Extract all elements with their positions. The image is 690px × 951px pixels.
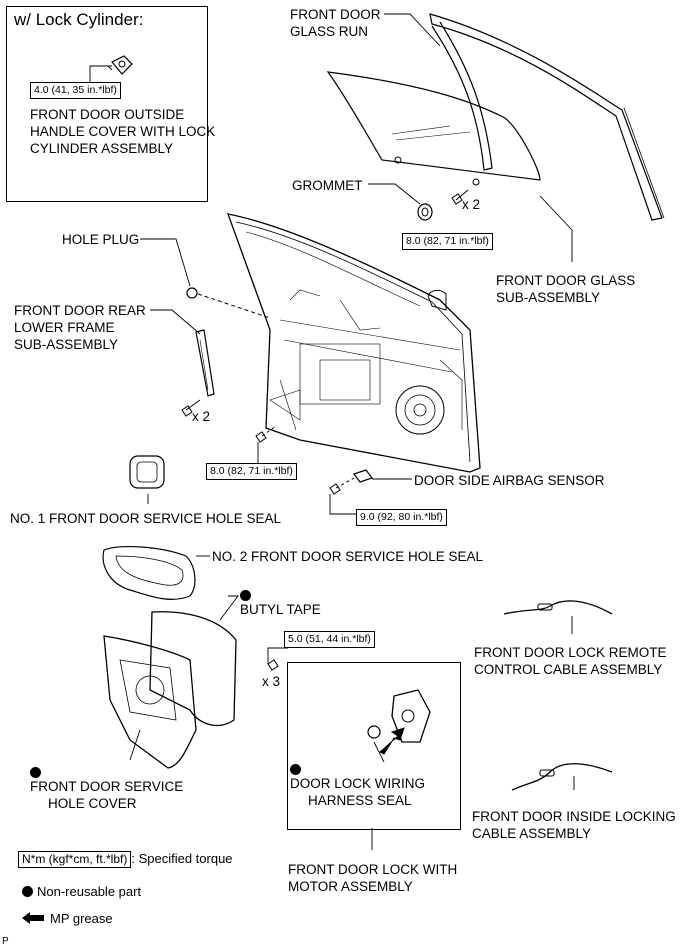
door-glass-illustration [326, 71, 541, 186]
leader-lines [89, 13, 575, 850]
non-reusable-mark [22, 886, 33, 897]
torque-handle-cover: 4.0 (41, 35 in.*lbf) [30, 82, 121, 99]
lock-motor-illustration [267, 659, 431, 755]
legend-non-reusable: Non-reusable part [22, 884, 141, 899]
figure-code: P [2, 936, 9, 947]
torque-door-bolt: 8.0 (82, 71 in.*lbf) [206, 463, 297, 480]
torque-lock-motor: 5.0 (51, 44 in.*lbf) [284, 631, 375, 648]
airbag-sensor-illustration [329, 469, 373, 495]
door-panel-illustration [226, 213, 481, 473]
glass-bolt-illustration [451, 189, 469, 205]
label-no2-service-hole-seal: NO. 2 FRONT DOOR SERVICE HOLE SEAL [212, 549, 484, 564]
butyl-tape-illustration [149, 611, 237, 727]
label-lock-bolt-qty: x 3 [262, 674, 281, 689]
non-reusable-mark [240, 590, 251, 601]
arrow-left-icon [22, 912, 44, 924]
hole-plug-illustration [186, 287, 271, 319]
rear-lower-frame-illustration [181, 329, 215, 417]
no2-service-hole-seal-illustration [102, 546, 196, 600]
lock-cylinder-header: w/ Lock Cylinder: [14, 10, 144, 29]
label-butyl-tape: BUTYL TAPE [240, 590, 321, 618]
torque-airbag-sensor: 9.0 (92, 80 in.*lbf) [356, 509, 447, 526]
legend-torque: N*m (kgf*cm, ft.*lbf): Specified torque [18, 851, 233, 868]
label-no1-service-hole-seal: NO. 1 FRONT DOOR SERVICE HOLE SEAL [10, 511, 282, 526]
door-bolt-illustration [255, 425, 277, 443]
non-reusable-mark [30, 767, 41, 778]
label-grommet: GROMMET [292, 178, 363, 193]
label-glass-bolt-qty: x 2 [462, 197, 481, 212]
handle-cover-illustration [111, 55, 133, 75]
no1-service-hole-seal-illustration [129, 455, 165, 489]
label-airbag-sensor: DOOR SIDE AIRBAG SENSOR [414, 473, 605, 488]
torque-glass-bolt: 8.0 (82, 71 in.*lbf) [402, 233, 493, 250]
lock-motor-frame [287, 662, 461, 830]
legend-mp-grease: MP grease [22, 911, 113, 926]
inside-locking-cable-illustration [511, 763, 613, 791]
label-hole-plug: HOLE PLUG [62, 232, 140, 247]
lock-cylinder-frame [6, 6, 208, 202]
glass-run-illustration [429, 13, 665, 221]
grommet-illustration [417, 203, 433, 221]
service-hole-cover-illustration [103, 635, 197, 769]
remote-control-cable-illustration [503, 600, 613, 615]
legend-torque-box: N*m (kgf*cm, ft.*lbf) [18, 851, 132, 868]
label-frame-bolt-qty: x 2 [192, 409, 211, 424]
non-reusable-mark [290, 764, 301, 775]
